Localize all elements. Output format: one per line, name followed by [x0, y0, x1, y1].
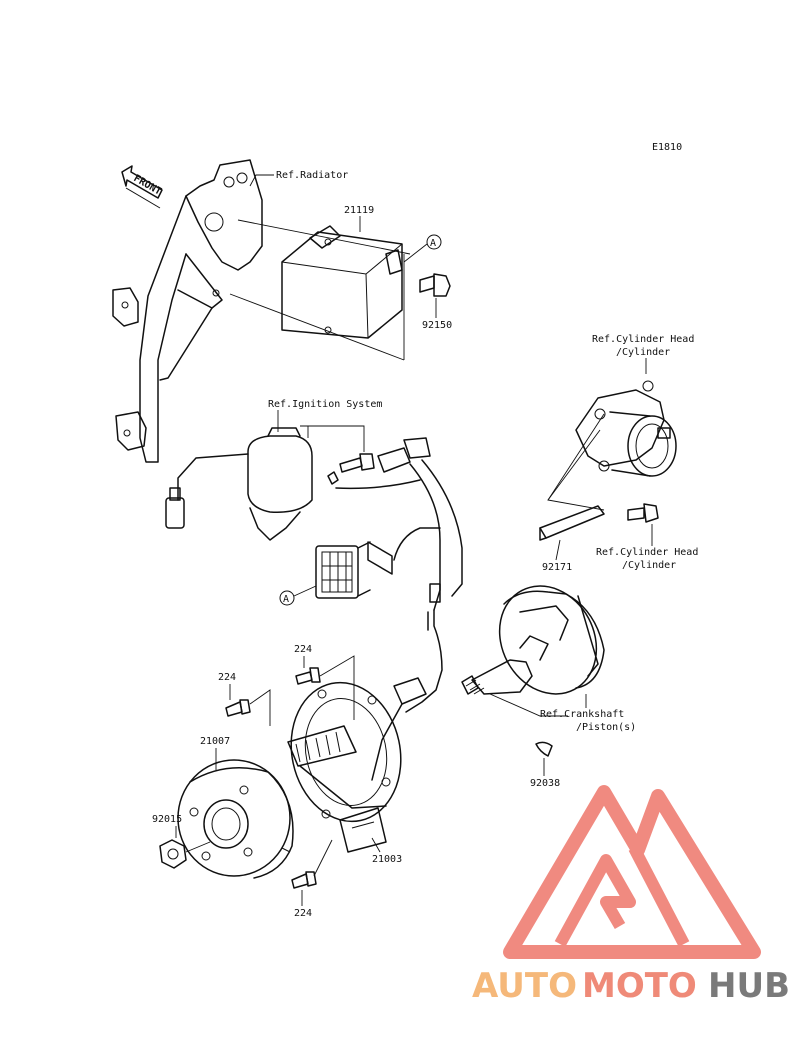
part-224-left-label: 224: [218, 672, 236, 683]
part-21003-label: 21003: [372, 854, 402, 865]
part-92171-label: 92171: [542, 562, 572, 573]
plate-bolt: [627, 503, 659, 523]
ref-cylinder-head-bottom-line2: /Cylinder: [622, 560, 676, 571]
part-224-top-label: 224: [294, 644, 312, 655]
frame-bracket: [112, 159, 263, 463]
screw-224-bottom: [291, 871, 317, 889]
ref-crankshaft-line1: Ref.Crankshaft: [540, 709, 624, 720]
bolt-92150: [419, 273, 451, 297]
ref-cylinder-head-top-line2: /Cylinder: [616, 347, 670, 358]
front-arrow-icon: FRONT: [121, 165, 163, 209]
cylinder-head-part: [575, 380, 677, 477]
svg-text:MOTO: MOTO: [582, 966, 697, 1006]
part-92038-label: 92038: [530, 778, 560, 789]
callout-a-top: A: [403, 234, 442, 263]
stator-21003: [287, 681, 402, 853]
flywheel-21007: [177, 759, 294, 879]
svg-text:A: A: [283, 594, 289, 605]
screw-224-left: [225, 699, 251, 717]
watermark-logo: [503, 785, 761, 959]
svg-text:HUB: HUB: [708, 966, 790, 1006]
ref-cylinder-head-bottom-line1: Ref.Cylinder Head: [596, 547, 698, 558]
coil-bolt: [327, 453, 421, 490]
woodruff-key-92038: [535, 741, 553, 757]
ref-cylinder-head-top-line1: Ref.Cylinder Head: [592, 334, 694, 345]
part-92150-label: 92150: [422, 320, 452, 331]
crankshaft: [461, 585, 605, 695]
wire-harness: [315, 437, 463, 781]
svg-text:A: A: [430, 238, 436, 249]
diagram-code: E1810: [652, 142, 682, 153]
ref-crankshaft-line2: /Piston(s): [576, 722, 636, 733]
part-21007-label: 21007: [200, 736, 230, 747]
ref-radiator-label: Ref.Radiator: [276, 170, 348, 181]
part-21119-label: 21119: [344, 205, 374, 216]
ignition-coil: [165, 427, 313, 541]
nut-92015: [159, 839, 187, 869]
ref-ignition-system-label: Ref.Ignition System: [268, 399, 382, 410]
part-224-bottom-label: 224: [294, 908, 312, 919]
cdi-unit-21119: [281, 225, 403, 339]
watermark-text: AUTO MOTO HUB: [472, 966, 790, 1006]
part-92015-label: 92015: [152, 814, 182, 825]
callout-a-connector: A: [279, 585, 317, 606]
svg-text:AUTO: AUTO: [472, 966, 577, 1006]
screw-224-top: [295, 667, 321, 685]
plate-92171: [539, 505, 605, 541]
